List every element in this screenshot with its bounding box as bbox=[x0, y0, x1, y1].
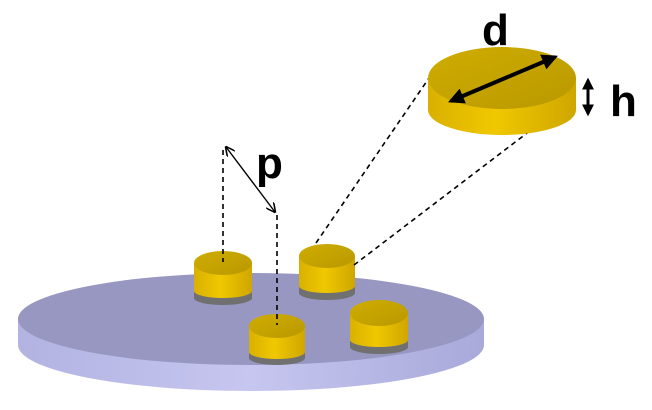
nanodisk bbox=[194, 251, 252, 305]
pitch-label: p bbox=[256, 139, 283, 188]
zoom-projection-line bbox=[315, 77, 430, 244]
diameter-arrow bbox=[448, 54, 558, 104]
nanodisk bbox=[299, 244, 355, 300]
nanodisk bbox=[249, 314, 305, 365]
nanodisk bbox=[350, 300, 408, 354]
zoomed-nanodisk bbox=[428, 47, 576, 135]
height-label: h bbox=[610, 77, 637, 126]
pitch-arrow bbox=[226, 147, 275, 212]
diameter-label: d bbox=[482, 6, 509, 55]
